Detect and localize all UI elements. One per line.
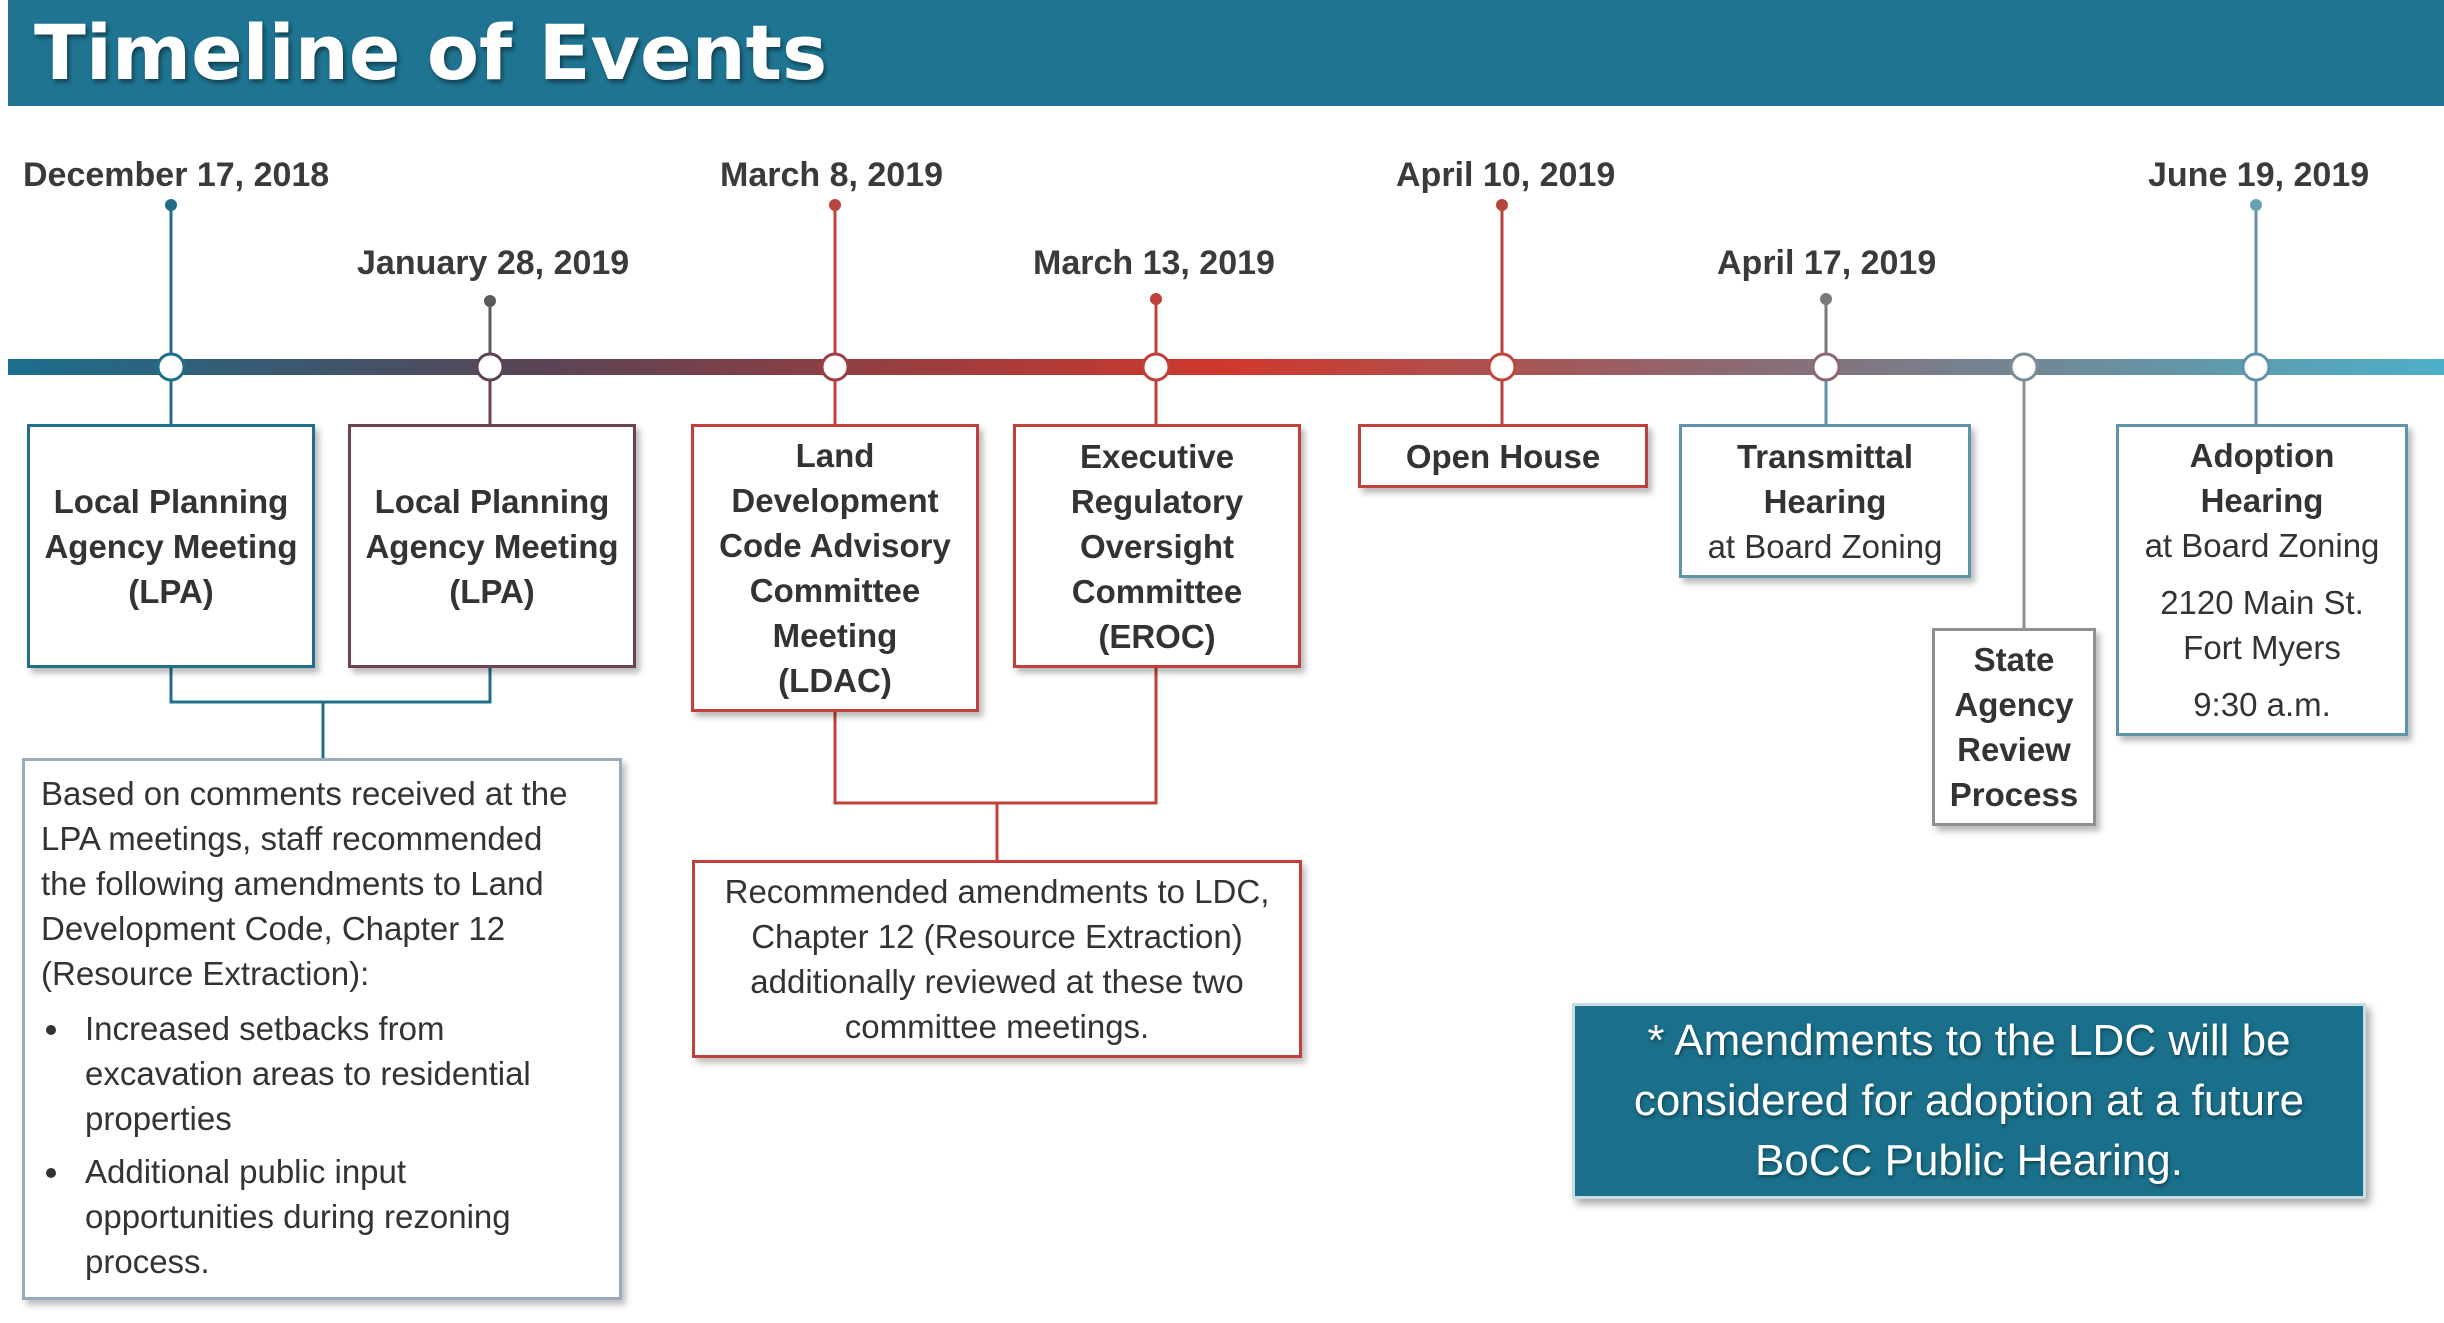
title-banner: Timeline of Events (8, 0, 2444, 106)
event-label: (LPA) (449, 572, 535, 610)
event-label: Committee (749, 572, 921, 609)
event-box-ldac: Land Development Code Advisory Committee… (691, 424, 979, 712)
event-label: Review (1957, 731, 2071, 768)
bullet-line: opportunities during rezoning (85, 1198, 511, 1235)
event-label: Development (731, 482, 939, 519)
event-label: Local Planning (53, 482, 289, 520)
date-dot (2250, 199, 2262, 211)
notes-bullet: Increased setbacks from excavation areas… (73, 1006, 605, 1141)
date-label: April 10, 2019 (1396, 156, 1616, 194)
page-title: Timeline of Events (34, 8, 828, 97)
lpa-bracket (169, 668, 492, 704)
event-box-eroc: Executive Regulatory Oversight Committee… (1013, 424, 1301, 668)
timeline-node (1487, 352, 1517, 382)
event-label: Hearing (1763, 482, 1887, 520)
timeline-node (1811, 352, 1841, 382)
event-box-transmittal: Transmittal Hearing at Board Zoning (1679, 424, 1971, 578)
event-box-open-house: Open House (1358, 424, 1648, 488)
event-label: (LDAC) (778, 662, 892, 699)
date-dot (1820, 293, 1832, 305)
timeline-node (156, 352, 186, 382)
event-label: Regulatory (1070, 482, 1244, 520)
date-dot (484, 295, 496, 307)
bullet-line: excavation areas to residential (85, 1055, 531, 1092)
note-line: additionally reviewed at these two (750, 963, 1244, 1000)
timeline-bar (8, 359, 2444, 375)
event-label: State (1973, 641, 2055, 678)
event-label: Agency (1954, 686, 2074, 723)
date-dot (1150, 293, 1162, 305)
event-sublabel: at Board Zoning (2144, 527, 2380, 564)
note-line: Recommended amendments to LDC, (724, 873, 1270, 910)
event-label: (LPA) (128, 572, 214, 610)
event-label: Local Planning (374, 482, 610, 520)
callout-line: considered for adoption at a future (1633, 1076, 2305, 1125)
notes-line: (Resource Extraction): (41, 955, 370, 992)
callout-line: * Amendments to the LDC will be (1647, 1016, 2291, 1065)
event-box-state-review: State Agency Review Process (1932, 628, 2096, 826)
notes-bullet: Additional public input opportunities du… (73, 1149, 605, 1284)
event-label: Land (795, 437, 875, 474)
date-label: March 8, 2019 (720, 156, 944, 194)
bullet-line: Increased setbacks from (85, 1010, 445, 1047)
timeline-node (2009, 352, 2039, 382)
date-dot (165, 199, 177, 211)
event-label: Transmittal (1736, 437, 1914, 475)
bullet-line: properties (85, 1100, 232, 1137)
event-box-adoption: Adoption Hearing at Board Zoning 2120 Ma… (2116, 424, 2408, 736)
notes-line: Development Code, Chapter 12 (41, 910, 506, 947)
event-label: Hearing (2200, 482, 2324, 519)
event-time: 9:30 a.m. (2193, 686, 2331, 723)
event-label: Oversight (1079, 527, 1235, 565)
timeline-node (475, 352, 505, 382)
notes-bullet-list: Increased setbacks from excavation areas… (41, 1006, 605, 1284)
event-box-lpa-1: Local Planning Agency Meeting (LPA) (27, 424, 315, 668)
event-address: Fort Myers (2183, 629, 2341, 666)
event-label: Executive (1079, 437, 1235, 475)
callout-line: BoCC Public Hearing. (1755, 1136, 2183, 1185)
committee-note-box: Recommended amendments to LDC, Chapter 1… (692, 860, 1302, 1058)
lpa-notes-box: Based on comments received at the LPA me… (22, 758, 622, 1300)
notes-line: Based on comments received at the (41, 775, 568, 812)
note-line: Chapter 12 (Resource Extraction) (751, 918, 1243, 955)
event-label: Open House (1405, 437, 1601, 475)
notes-line: LPA meetings, staff recommended (41, 820, 543, 857)
adoption-callout: * Amendments to the LDC will be consider… (1572, 1003, 2366, 1199)
bullet-line: process. (85, 1243, 210, 1280)
bullet-line: Additional public input (85, 1153, 407, 1190)
date-label: December 17, 2018 (23, 156, 330, 194)
timeline-node (820, 352, 850, 382)
event-label: Agency Meeting (365, 527, 619, 565)
date-label: June 19, 2019 (2148, 156, 2370, 194)
timeline-node (2241, 352, 2271, 382)
event-label: Committee (1071, 572, 1243, 610)
date-label: April 17, 2019 (1717, 244, 1937, 282)
event-box-lpa-2: Local Planning Agency Meeting (LPA) (348, 424, 636, 668)
date-dot (1496, 199, 1508, 211)
note-line: committee meetings. (844, 1008, 1150, 1045)
event-label: Process (1949, 776, 2079, 813)
notes-line: the following amendments to Land (41, 865, 544, 902)
event-label: Adoption (2189, 437, 2335, 474)
event-label: Code Advisory (719, 527, 951, 564)
date-label: March 13, 2019 (1033, 244, 1275, 282)
date-dot (829, 199, 841, 211)
date-label: January 28, 2019 (357, 244, 630, 282)
event-label: Agency Meeting (44, 527, 298, 565)
event-sublabel: at Board Zoning (1707, 527, 1943, 565)
timeline-node (1141, 352, 1171, 382)
event-label: Meeting (772, 617, 898, 654)
event-address: 2120 Main St. (2160, 584, 2364, 621)
event-label: (EROC) (1098, 617, 1216, 655)
